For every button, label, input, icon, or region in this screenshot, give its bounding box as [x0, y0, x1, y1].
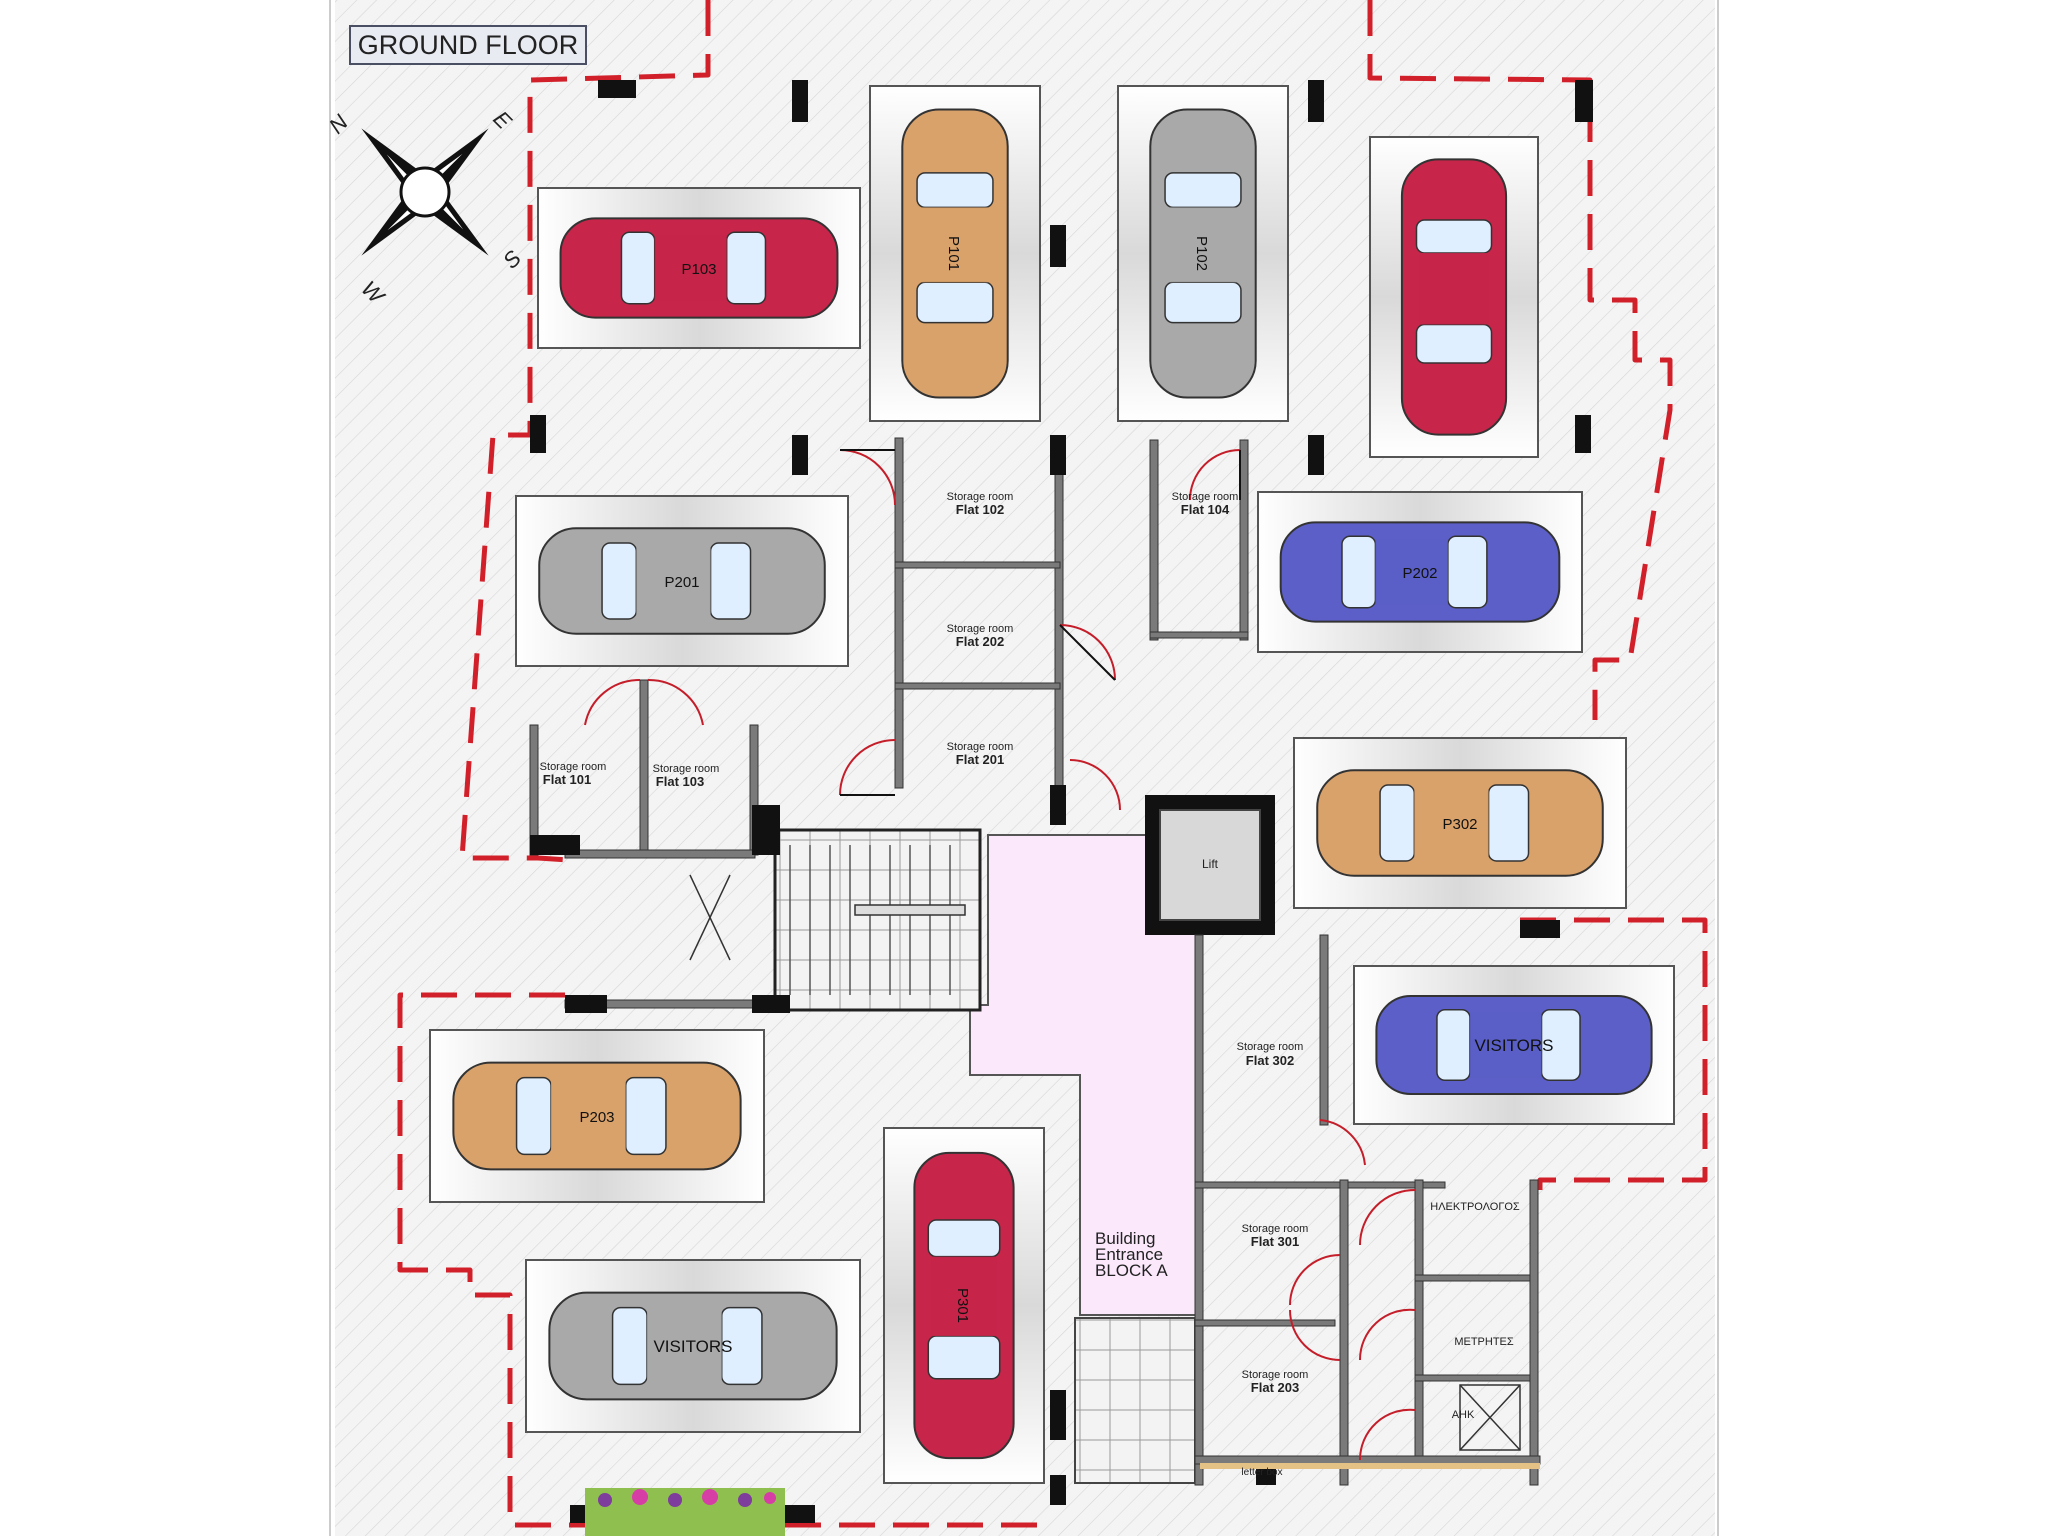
entrance-tiles — [1074, 1317, 1196, 1484]
car-icon — [1375, 995, 1653, 1095]
parking-bay-p203-8: P203 — [429, 1029, 765, 1203]
staircase — [773, 828, 982, 1012]
storage-102-l1: Storage room — [947, 491, 1014, 503]
lift: Lift — [1145, 795, 1275, 935]
storage-202-l1: Storage room — [947, 623, 1014, 635]
parking-bay-visitors-10: VISITORS — [525, 1259, 861, 1433]
storage-103-l2: Flat 103 — [656, 774, 704, 789]
parking-bay-p102-2: P102 — [1117, 85, 1289, 422]
door-leaves — [840, 449, 1241, 796]
parking-bay-p301-9: P301 — [883, 1127, 1045, 1484]
storage-101-l1: Storage room — [540, 761, 607, 773]
page-title: GROUND FLOOR — [358, 30, 579, 60]
parking-bay-p103-0: P103 — [537, 187, 861, 349]
doors — [584, 449, 1416, 1461]
parking-bay-p101-1: P101 — [869, 85, 1041, 422]
storage-302-l1: Storage room — [1237, 1041, 1304, 1053]
parking-bay-unlabeled-3 — [1369, 136, 1539, 458]
car-icon — [548, 1291, 838, 1401]
parking-label: P203 — [579, 1109, 614, 1126]
storage-102-l2: Flat 102 — [956, 502, 1004, 517]
entrance-line2: Entrance — [1095, 1245, 1163, 1264]
parking-label: P201 — [664, 574, 699, 591]
title-box: GROUND FLOOR — [349, 25, 587, 65]
storage-104-l1: Storage room — [1172, 491, 1239, 503]
car-icon — [452, 1061, 742, 1171]
storage-103-l1: Storage room — [653, 763, 720, 775]
lift-label: Lift — [1202, 857, 1219, 871]
meters-room-label: ΜΕΤΡΗΤΕΣ — [1454, 1336, 1514, 1348]
parking-bay-visitors-7: VISITORS — [1353, 965, 1675, 1125]
columns — [530, 80, 1593, 1523]
storage-301-l2: Flat 301 — [1251, 1234, 1299, 1249]
car-icon — [1316, 769, 1604, 877]
parking-label: P301 — [954, 1288, 971, 1323]
planter — [585, 1488, 785, 1536]
letterbox-strip — [1200, 1463, 1540, 1469]
parking-bay-p202-5: P202 — [1257, 491, 1583, 653]
ahk-label: ΑΗΚ — [1452, 1409, 1475, 1421]
compass-icon — [361, 128, 489, 256]
letterbox-label: letter box — [1241, 1467, 1282, 1478]
storage-301-l1: Storage room — [1242, 1223, 1309, 1235]
walls — [529, 437, 1541, 1486]
parking-label: VISITORS — [653, 1337, 732, 1356]
storage-203-l1: Storage room — [1242, 1369, 1309, 1381]
car-icon — [1149, 108, 1257, 399]
storage-302-l2: Flat 302 — [1246, 1053, 1294, 1068]
parking-label: VISITORS — [1474, 1036, 1553, 1055]
car-icon — [901, 108, 1009, 399]
parking-label: P102 — [1193, 236, 1210, 271]
entrance-line3: BLOCK A — [1095, 1261, 1168, 1280]
shaft — [689, 874, 731, 961]
parking-label: P202 — [1402, 565, 1437, 582]
entrance-line1: Building — [1095, 1229, 1156, 1248]
storage-203-l2: Flat 203 — [1251, 1380, 1299, 1395]
storage-201-l2: Flat 201 — [956, 752, 1004, 767]
electric-room-label: ΗΛΕΚΤΡΟΛΟΓΟΣ — [1430, 1201, 1520, 1213]
parking-bay-p302-6: P302 — [1293, 737, 1627, 909]
parking-label: P103 — [681, 261, 716, 278]
storage-202-l2: Flat 202 — [956, 634, 1004, 649]
storage-104-l2: Flat 104 — [1181, 502, 1230, 517]
car-icon — [538, 527, 826, 635]
site-boundary — [397, 0, 1708, 1528]
corridor — [969, 834, 1201, 1484]
parking-label: P302 — [1442, 816, 1477, 833]
parking-bay-p201-4: P201 — [515, 495, 849, 667]
car-icon — [1400, 158, 1508, 436]
car-icon — [913, 1151, 1015, 1460]
storage-201-l1: Storage room — [947, 741, 1014, 753]
storage-labels: Storage room Flat 102 Storage room Flat … — [540, 491, 1309, 1395]
ahk-box — [1459, 1384, 1521, 1451]
parking-label: P101 — [945, 236, 962, 271]
car-icon — [559, 217, 839, 319]
car-icon — [1279, 521, 1561, 623]
storage-101-l2: Flat 101 — [543, 772, 591, 787]
